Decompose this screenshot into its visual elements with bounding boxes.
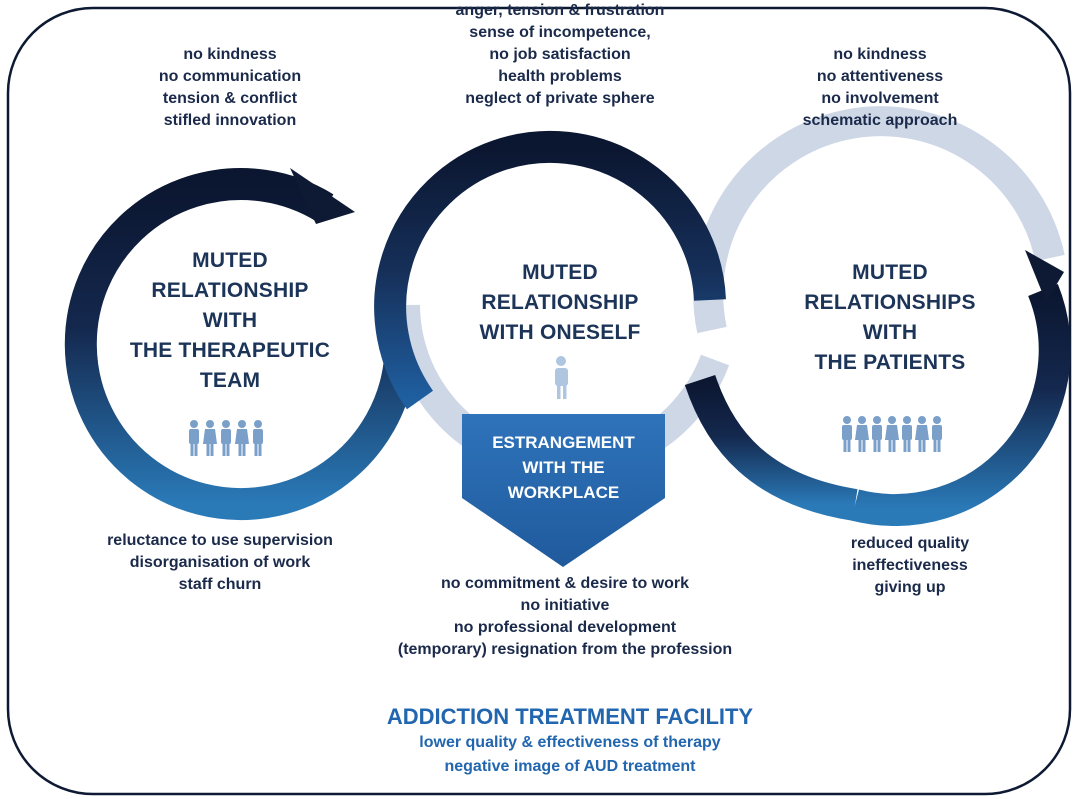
patients-title-line: RELATIONSHIPS [804,291,976,314]
team-title-line: MUTED [192,249,268,272]
self-title-line: WITH ONESELF [479,321,641,344]
team-ring [64,168,416,520]
patients-effect-below: ineffectiveness [852,557,968,574]
patients-title-line: MUTED [852,261,928,284]
self-effect-above: no job satisfaction [489,46,631,63]
patients-title-line: WITH [862,321,918,344]
team-effect-below: disorganisation of work [129,554,311,571]
team-effects-above: no kindness no communication tension & c… [110,44,350,132]
team-title-line: TEAM [199,369,261,392]
team-ring-arrowhead [290,168,355,224]
patients-ring-arrowhead [1025,250,1064,302]
team-effect-below: staff churn [178,576,262,593]
workplace-effect-below: no commitment & desire to work [440,575,690,592]
patients-effect-above: no involvement [821,90,939,107]
team-effect-above: no communication [158,68,302,85]
team-effect-above: no kindness [183,46,277,63]
self-to-patients-connector [684,374,858,521]
self-title-line: MUTED [522,261,598,284]
workplace-badge-shape [462,414,665,567]
patients-title-line: THE PATIENTS [814,351,966,374]
self-ring [374,130,726,410]
group-of-five-people-icon [189,420,263,456]
facility-line: negative image of AUD treatment [444,758,696,775]
patients-title: MUTED RELATIONSHIPS WITH THE PATIENTS [760,258,1020,378]
patients-effects-below: reduced quality ineffectiveness giving u… [800,533,1020,599]
patients-effect-above: no kindness [833,46,927,63]
facility-frame [6,6,1072,796]
facility-line: lower quality & effectiveness of therapy [419,734,721,751]
patients-effect-below: giving up [874,579,946,596]
team-title-line: THE THERAPEUTIC [129,339,331,362]
team-effect-above: stifled innovation [163,112,297,129]
team-effect-below: reluctance to use supervision [107,532,333,549]
workplace-effects-below: no commitment & desire to work no initia… [380,573,750,661]
self-title: MUTED RELATIONSHIP WITH ONESELF [430,258,690,348]
team-title-line: WITH [202,309,258,332]
workplace-effect-below: no initiative [520,597,610,614]
self-effect-above: health problems [498,68,622,85]
self-effects-above: anger, tension & frustration sense of in… [400,0,720,110]
workplace-effect-below: (temporary) resignation from the profess… [397,641,733,658]
workplace-badge-line: WITH THE [522,458,605,477]
team-title-line: RELATIONSHIP [151,279,309,302]
workplace-badge: ESTRANGEMENT WITH THE WORKPLACE [462,430,665,505]
patients-effect-above: no attentiveness [816,68,944,85]
team-effect-above: tension & conflict [162,90,298,107]
patients-effect-above: schematic approach [802,112,958,129]
team-title: MUTED RELATIONSHIP WITH THE THERAPEUTIC … [100,246,360,396]
patients-effects-above: no kindness no attentiveness no involvem… [760,44,1000,132]
self-effect-above: anger, tension & frustration [455,2,665,19]
workplace-effect-below: no professional development [453,619,677,636]
facility-title: ADDICTION TREATMENT FACILITY [386,704,754,729]
group-of-seven-people-icon [842,416,942,452]
facility-footer: ADDICTION TREATMENT FACILITY lower quali… [330,703,810,779]
workplace-badge-line: ESTRANGEMENT [492,433,635,452]
patients-ring [851,284,1071,526]
self-title-line: RELATIONSHIP [481,291,639,314]
self-effect-above: sense of incompetence, [469,24,651,41]
patients-effect-below: reduced quality [850,535,970,552]
single-person-icon [555,356,568,399]
self-effect-above: neglect of private sphere [465,90,655,107]
workplace-badge-line: WORKPLACE [507,483,620,502]
team-effects-below: reluctance to use supervision disorganis… [60,530,380,596]
